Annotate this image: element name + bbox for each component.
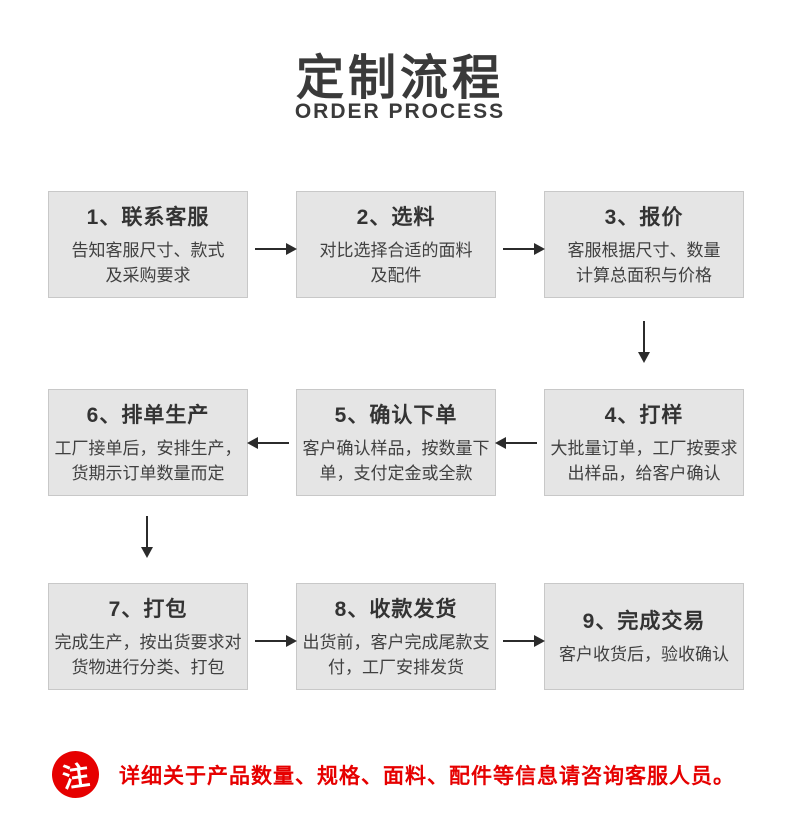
arrow-step3-to-step4 [638,321,650,363]
step-9-desc-line: 客户收货后，验收确认 [559,645,729,665]
step-6-title: 6、排单生产 [86,403,210,427]
arrow-step6-to-step7 [141,516,153,558]
step-4-title: 4、打样 [604,403,684,427]
step-5-desc-line: 单，支付定金或全款 [319,464,473,483]
step-2-desc-line: 对比选择合适的面料 [319,240,473,260]
note-badge-icon: 注 [48,747,103,802]
step-8-title: 8、收款发货 [334,597,458,621]
step-3-desc-line: 计算总面积与价格 [576,266,712,285]
note-row: 注 详细关于产品数量、规格、面料、配件等信息请咨询客服人员。 [48,747,735,802]
step-6-desc-line: 工厂接单后，安排生产， [54,438,242,458]
step-box-7: 7、打包 完成生产，按出货要求对 货物进行分类、打包 [48,583,248,690]
step-2-title: 2、选料 [356,205,436,229]
arrow-step4-to-step5 [495,437,537,449]
step-1-desc-line: 及采购要求 [105,266,191,285]
step-box-4: 4、打样 大批量订单，工厂按要求 出样品，给客户确认 [544,389,744,496]
step-3-desc-line: 客服根据尺寸、数量 [567,240,721,260]
arrow-step1-to-step2 [255,243,297,255]
step-3-title: 3、报价 [604,205,684,229]
arrow-step2-to-step3 [503,243,545,255]
step-7-desc-line: 完成生产，按出货要求对 [54,632,242,652]
step-7-desc-line: 货物进行分类、打包 [71,658,225,677]
page-subtitle: ORDER PROCESS [294,100,506,123]
step-box-8: 8、收款发货 出货前，客户完成尾款支 付，工厂安排发货 [296,583,496,690]
step-8-desc-line: 出货前，客户完成尾款支 [302,632,490,652]
step-box-5: 5、确认下单 客户确认样品，按数量下 单，支付定金或全款 [296,389,496,496]
step-1-title: 1、联系客服 [86,205,210,229]
step-box-2: 2、选料 对比选择合适的面料 及配件 [296,191,496,298]
step-6-desc-line: 货期示订单数量而定 [71,464,225,483]
arrow-step8-to-step9 [503,635,545,647]
page-title: 定制流程 [295,52,504,105]
step-box-6: 6、排单生产 工厂接单后，安排生产， 货期示订单数量而定 [48,389,248,496]
step-7-title: 7、打包 [108,597,188,621]
step-box-3: 3、报价 客服根据尺寸、数量 计算总面积与价格 [544,191,744,298]
arrow-step7-to-step8 [255,635,297,647]
step-4-desc-line: 出样品，给客户确认 [567,464,721,483]
step-1-desc-line: 告知客服尺寸、款式 [71,240,225,260]
step-9-title: 9、完成交易 [582,610,706,634]
step-4-desc-line: 大批量订单，工厂按要求 [550,438,738,458]
step-box-9: 9、完成交易 客户收货后，验收确认 [544,583,744,690]
note-text: 详细关于产品数量、规格、面料、配件等信息请咨询客服人员。 [119,764,735,788]
arrow-step5-to-step6 [247,437,289,449]
step-5-title: 5、确认下单 [334,403,458,427]
step-8-desc-line: 付，工厂安排发货 [328,658,464,677]
step-box-1: 1、联系客服 告知客服尺寸、款式 及采购要求 [48,191,248,298]
step-2-desc-line: 及配件 [370,266,422,285]
step-5-desc-line: 客户确认样品，按数量下 [302,438,490,458]
